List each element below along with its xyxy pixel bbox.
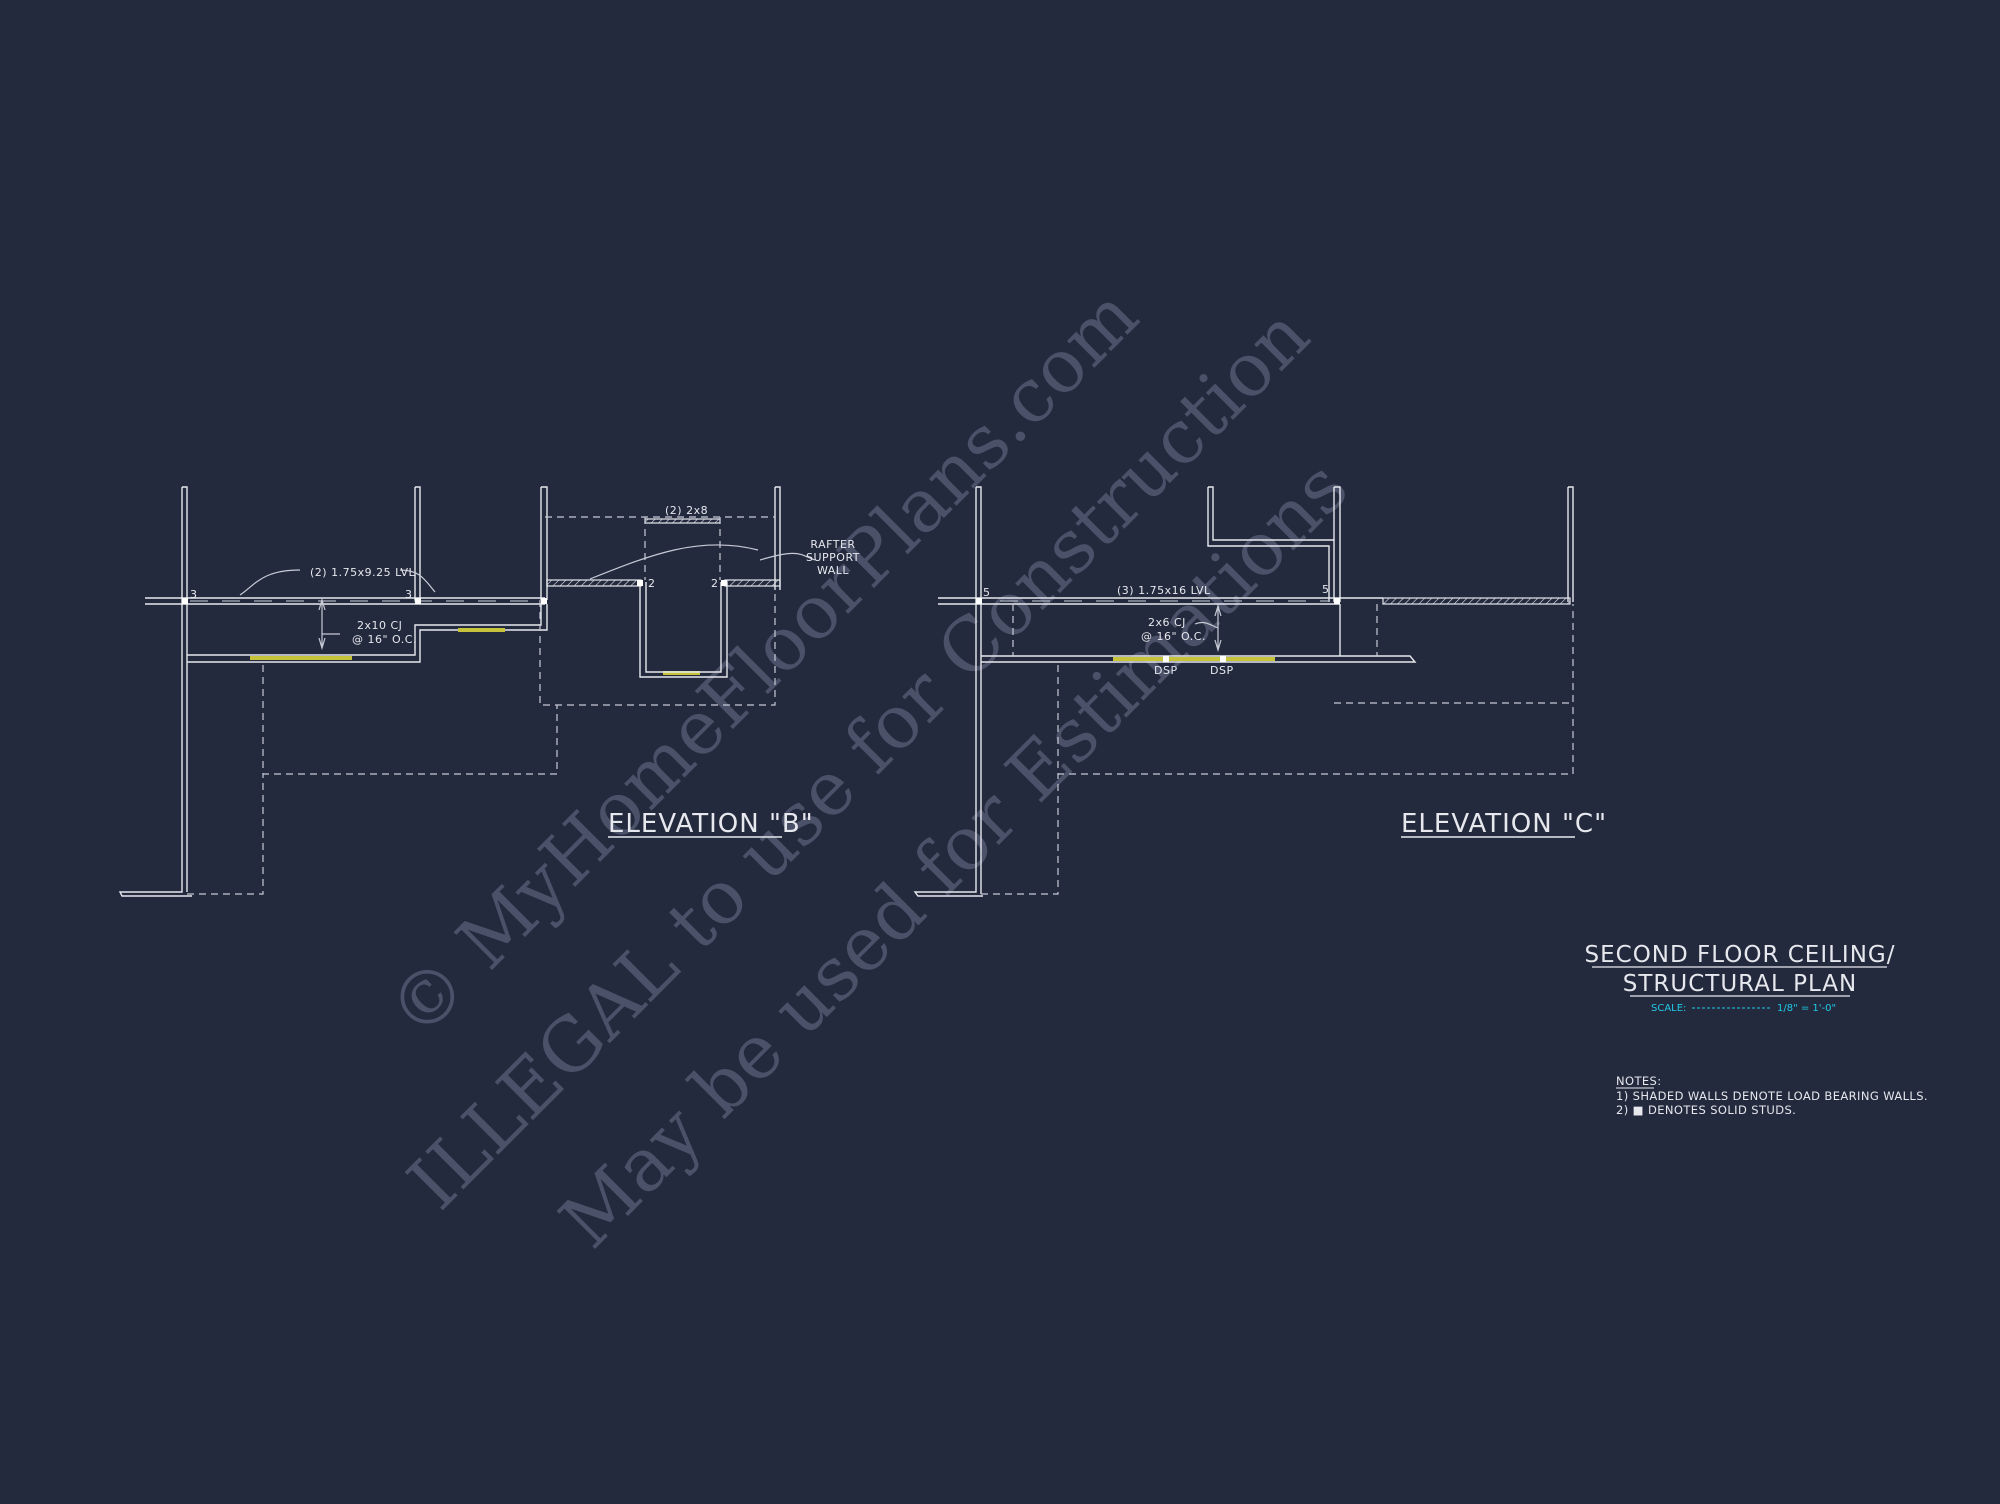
dashed-outline-b-4 bbox=[187, 774, 264, 895]
elevation-b-drawing: (2) 1.75x9.25 LVL 2x10 CJ @ 16" O.C. (2)… bbox=[118, 486, 860, 897]
wall-c-post-2 bbox=[1208, 486, 1335, 602]
solid-stud-c-3 bbox=[1163, 656, 1169, 662]
wall-b-left-outer bbox=[182, 486, 188, 892]
wall-c-post-2-inner bbox=[1207, 487, 1330, 602]
rafter-label-b-1: RAFTER bbox=[810, 538, 855, 551]
wall-c-post-3 bbox=[1334, 486, 1341, 602]
watermark-line-3: May be used for Estimations bbox=[544, 444, 1364, 1264]
joist-label-c-1: 2x6 CJ bbox=[1148, 616, 1186, 629]
notes-block: NOTES: 1) SHADED WALLS DENOTE LOAD BEARI… bbox=[1616, 1074, 1928, 1117]
scale-label: SCALE: bbox=[1651, 1003, 1686, 1014]
ceiling-b-left-2 bbox=[187, 604, 548, 663]
elevation-c-drawing: (3) 1.75x16 LVL 2x6 CJ @ 16" O.C. 5 5 DS… bbox=[913, 486, 1607, 897]
joist-label-c-2: @ 16" O.C. bbox=[1141, 630, 1206, 643]
shaft-b-inner bbox=[645, 582, 722, 673]
dsp-label-c-1: DSP bbox=[1154, 664, 1178, 677]
header-b-2x8 bbox=[644, 518, 721, 524]
watermark: © MyHomeFloorPlans.com ILLEGAL to use fo… bbox=[372, 272, 1364, 1264]
dashed-outline-c-2 bbox=[1334, 604, 1574, 704]
dashed-outline-b-2 bbox=[644, 517, 721, 580]
plan-title-block: SECOND FLOOR CEILING/ STRUCTURAL PLAN SC… bbox=[1585, 942, 1896, 1014]
post-label-b-3: 2 bbox=[648, 577, 656, 590]
beam-label-b: (2) 1.75x9.25 LVL bbox=[310, 566, 416, 579]
solid-stud-c-1 bbox=[976, 598, 982, 604]
header-label-b: (2) 2x8 bbox=[665, 504, 708, 517]
solid-stud-c-4 bbox=[1220, 656, 1226, 662]
ceiling-b-left bbox=[187, 604, 542, 656]
watermark-line-1: © MyHomeFloorPlans.com bbox=[372, 272, 1154, 1054]
wall-c-left-outer bbox=[976, 486, 982, 894]
beam-c-line bbox=[938, 597, 1383, 605]
dashed-outline-b-1 bbox=[539, 516, 776, 706]
scale-value: 1/8" = 1'-0" bbox=[1777, 1003, 1836, 1014]
joist-label-b-2: @ 16" O.C. bbox=[352, 633, 417, 646]
note-1: 1) SHADED WALLS DENOTE LOAD BEARING WALL… bbox=[1616, 1089, 1928, 1103]
dashed-outline-c-4 bbox=[981, 774, 1059, 895]
post-label-b-4: 2 bbox=[711, 577, 719, 590]
shaft-b bbox=[639, 582, 728, 678]
dashed-outline-c-3 bbox=[1057, 665, 1574, 775]
wall-c-left-inner bbox=[913, 487, 983, 897]
watermark-line-2: ILLEGAL to use for Construction bbox=[392, 292, 1326, 1226]
wall-c-post-4 bbox=[1568, 486, 1574, 602]
load-bearing-wall-c-1 bbox=[1382, 597, 1571, 605]
wall-b-post-3 bbox=[541, 486, 548, 600]
leader-b-beam bbox=[239, 569, 436, 596]
plan-title-line-1: SECOND FLOOR CEILING/ bbox=[1585, 942, 1896, 968]
leader-b-joist bbox=[318, 597, 326, 651]
elevation-b-title: ELEVATION "B" bbox=[608, 809, 814, 839]
beam-b-line bbox=[145, 597, 545, 605]
rafter-label-b-3: WALL bbox=[817, 564, 849, 577]
wall-b-post-4 bbox=[775, 486, 781, 590]
solid-stud-b-5 bbox=[721, 580, 727, 586]
dashed-outline-b-3 bbox=[262, 665, 558, 775]
solid-stud-b-1 bbox=[182, 598, 188, 604]
load-bearing-wall-b-1 bbox=[546, 579, 642, 587]
post-label-b-1: 3 bbox=[190, 588, 198, 601]
plan-title-line-2: STRUCTURAL PLAN bbox=[1623, 971, 1857, 997]
load-bearing-wall-b-2 bbox=[724, 579, 781, 587]
solid-stud-b-3 bbox=[541, 598, 547, 604]
joist-label-b-1: 2x10 CJ bbox=[357, 619, 402, 632]
note-2: 2) ■ DENOTES SOLID STUDS. bbox=[1616, 1103, 1796, 1117]
solid-stud-c-2 bbox=[1334, 598, 1340, 604]
solid-stud-b-2 bbox=[415, 598, 421, 604]
elevation-c-title: ELEVATION "C" bbox=[1401, 809, 1607, 839]
ceiling-c bbox=[981, 655, 1417, 663]
rafter-label-b-2: SUPPORT bbox=[806, 551, 860, 564]
leader-c-joist-2 bbox=[1194, 621, 1219, 629]
post-label-c-1: 5 bbox=[983, 586, 991, 599]
notes-heading: NOTES: bbox=[1616, 1074, 1662, 1088]
dsp-label-c-2: DSP bbox=[1210, 664, 1234, 677]
leader-b-rafter bbox=[589, 544, 816, 580]
wall-b-post-2 bbox=[415, 486, 421, 600]
post-label-c-2: 5 bbox=[1322, 583, 1330, 596]
wall-b-left-inner bbox=[118, 487, 192, 897]
post-label-b-2: 3 bbox=[405, 588, 413, 601]
beam-label-c: (3) 1.75x16 LVL bbox=[1117, 584, 1211, 597]
solid-stud-b-4 bbox=[637, 580, 643, 586]
